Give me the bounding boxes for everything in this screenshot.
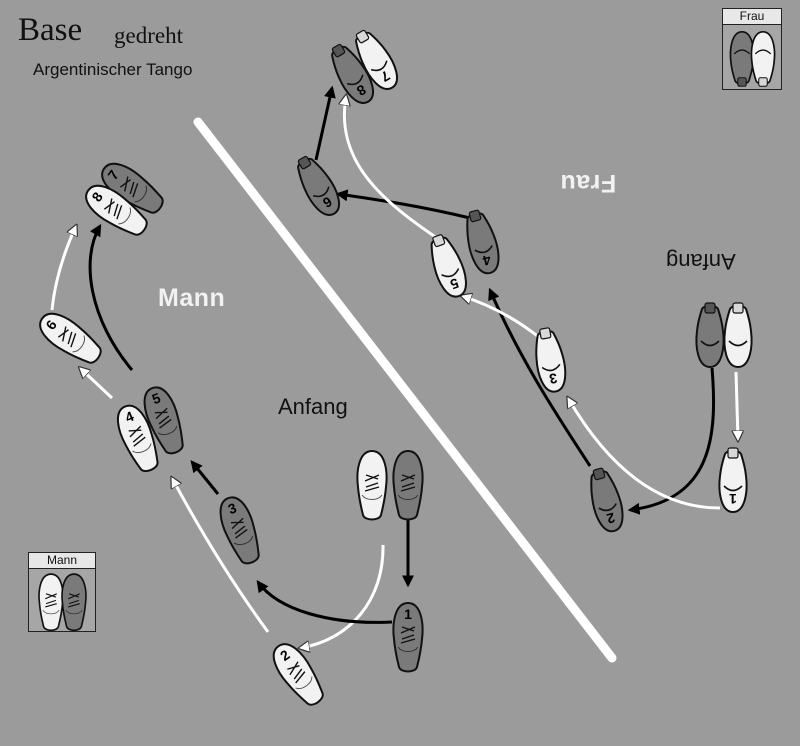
legend-man-label: Mann: [29, 553, 95, 569]
man-step-6: 6: [32, 305, 108, 371]
woman-side-label: Frau: [560, 169, 617, 197]
man-start-shoe-right: [392, 450, 424, 521]
page-title: Base: [18, 12, 83, 48]
man-paths: [50, 226, 414, 648]
legend-woman-shoes-icon: [729, 30, 776, 88]
woman-start-shoe-left: [695, 302, 725, 368]
woman-step-3: 3: [530, 325, 570, 395]
page-title-suffix: gedreht: [114, 23, 183, 48]
man-side-label: Mann: [158, 284, 226, 312]
legend-woman-label: Frau: [723, 9, 781, 25]
woman-step-4-number: 4: [481, 252, 493, 270]
woman-step-6: 6: [289, 150, 347, 222]
legend-man-shoes-icon: [38, 573, 87, 631]
legend-man: Mann: [28, 552, 96, 632]
woman-step-2: 2: [583, 464, 629, 536]
man-step-1: 1: [392, 602, 424, 673]
woman-step-2-number: 2: [605, 510, 617, 528]
man-step-8: 8: [78, 177, 154, 243]
woman-start-label: Anfang: [666, 249, 736, 274]
man-step-4: 4: [110, 400, 166, 477]
woman-step-4: 4: [459, 206, 505, 278]
woman-step-3-number: 3: [548, 370, 559, 387]
man-step-2: 2: [265, 636, 331, 712]
page-subtitle: Argentinischer Tango: [33, 60, 193, 79]
man-step-7: 7: [94, 155, 170, 221]
woman-start-shoe-right: [723, 302, 753, 368]
woman-step-1-number: 1: [729, 491, 737, 507]
man-start-label: Anfang: [278, 394, 348, 419]
legend-woman: Frau: [722, 8, 782, 90]
woman-step-1: 1: [718, 447, 748, 513]
man-step-3: 3: [213, 492, 267, 569]
woman-paths: [314, 85, 738, 515]
divider-line: [193, 117, 617, 663]
man-step-1-number: 1: [404, 606, 412, 622]
woman-step-5: 5: [423, 230, 473, 302]
woman-step-8: 8: [323, 38, 381, 110]
woman-step-7: 7: [347, 24, 405, 96]
man-start-shoe-left: [356, 450, 388, 521]
man-step-5: 5: [137, 382, 191, 459]
